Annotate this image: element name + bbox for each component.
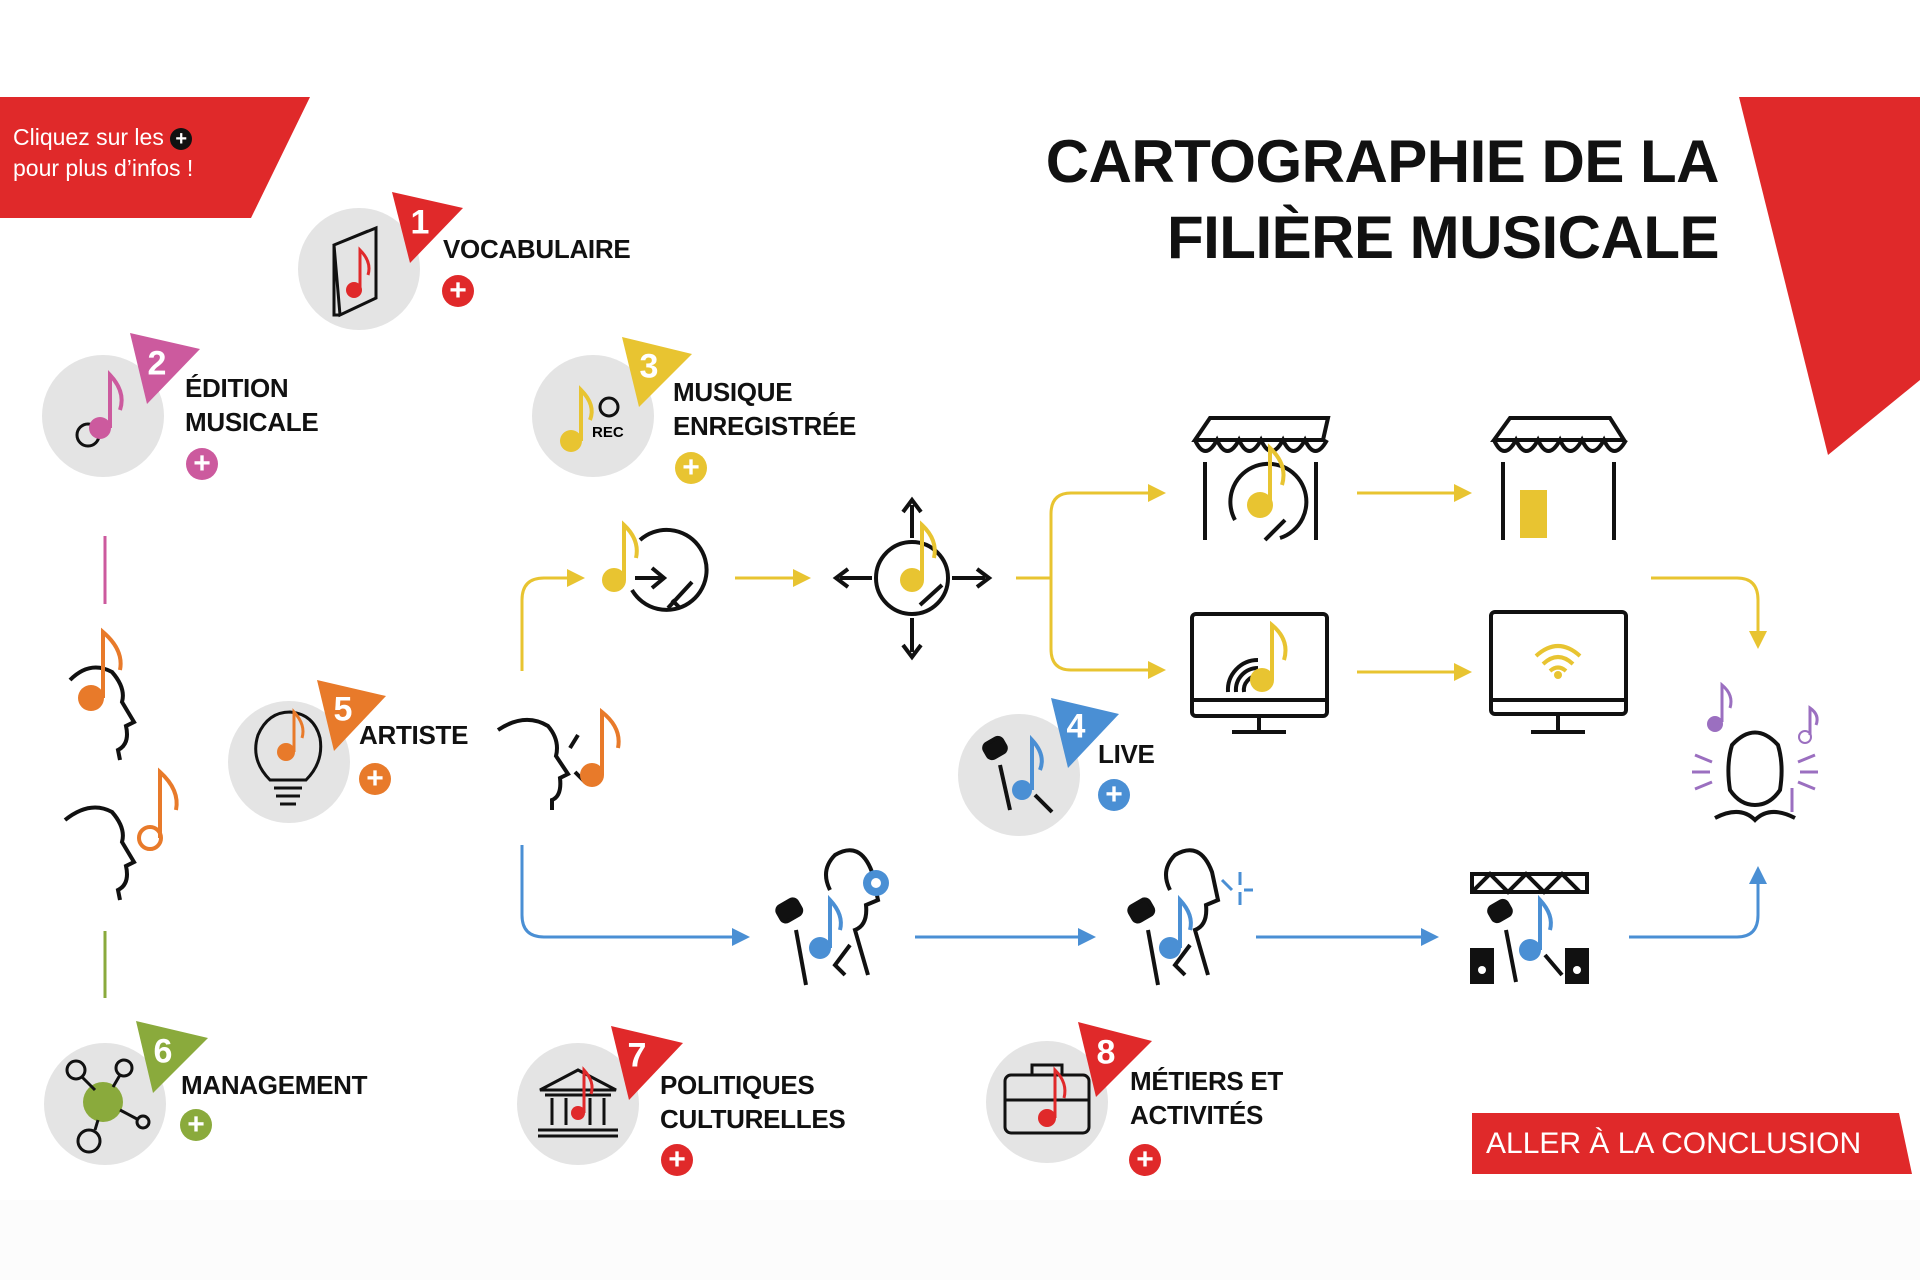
- section-label-musique-enregistree[interactable]: MUSIQUE ENREGISTRÉE: [673, 375, 856, 443]
- plus-icon: +: [170, 127, 193, 150]
- section-label-artiste[interactable]: ARTISTE: [359, 718, 468, 752]
- performer-settings-icon: [775, 848, 889, 986]
- title-line-1: CARTOGRAPHIE DE LA: [1045, 128, 1720, 195]
- badge-number-3: 3: [639, 347, 659, 386]
- hint-line-2: pour plus d’infos !: [13, 155, 194, 181]
- recording-disc-icon: [602, 520, 709, 612]
- label-line: ÉDITION: [185, 373, 289, 403]
- label-line: MUSICALE: [185, 407, 319, 437]
- label-line: MANAGEMENT: [181, 1070, 368, 1100]
- label-line: ACTIVITÉS: [1130, 1100, 1264, 1130]
- section-circles: [42, 208, 1108, 1165]
- badge-7: [611, 1026, 683, 1100]
- artist-singing-icon: [496, 707, 621, 810]
- badge-1: [392, 192, 463, 263]
- conclusion-button-label: ALLER À LA CONCLUSION: [1486, 1127, 1862, 1160]
- hint-banner-bg: [0, 97, 310, 218]
- more-info-button-8[interactable]: +: [1129, 1144, 1161, 1176]
- online-monitor-icon: [1489, 610, 1628, 734]
- music-note-icon: [75, 369, 124, 448]
- performer-development-icon: [1127, 848, 1253, 986]
- badge-6: [136, 1021, 208, 1093]
- title-line-2: FILIÈRE MUSICALE: [1166, 204, 1720, 271]
- badge-5: [317, 680, 386, 751]
- more-info-button-3[interactable]: +: [675, 452, 707, 484]
- label-line: POLITIQUES: [660, 1070, 815, 1100]
- section-label-live[interactable]: LIVE: [1098, 737, 1155, 771]
- stage-icon: [1470, 871, 1589, 984]
- conclusion-button-bg: [1472, 1113, 1912, 1174]
- rec-note-icon: REC: [560, 385, 624, 452]
- badge-4: [1051, 698, 1119, 768]
- label-line: MÉTIERS ET: [1130, 1066, 1284, 1096]
- network-icon: [65, 1058, 151, 1154]
- badge-2: [130, 333, 200, 404]
- lightbulb-note-icon: [254, 708, 323, 806]
- badge-number-1: 1: [410, 203, 430, 242]
- badge-3: [622, 337, 692, 407]
- distribution-icon: [832, 496, 993, 661]
- badge-8: [1078, 1022, 1152, 1097]
- more-info-button-4[interactable]: +: [1098, 779, 1130, 811]
- creator-head-icon: [68, 627, 137, 761]
- label-line: CULTURELLES: [660, 1104, 846, 1134]
- streaming-monitor-icon: [1190, 612, 1329, 734]
- section-label-management[interactable]: MANAGEMENT: [181, 1068, 368, 1102]
- label-line: ARTISTE: [359, 720, 469, 750]
- badge-number-6: 6: [153, 1032, 173, 1071]
- badge-number-4: 4: [1066, 707, 1086, 746]
- label-line: VOCABULAIRE: [443, 234, 631, 264]
- recorded-flow-arrows: [520, 493, 1767, 681]
- section-label-vocabulaire[interactable]: VOCABULAIRE: [443, 232, 631, 266]
- listener-icon: [1692, 681, 1819, 823]
- section-label-metiers-activites[interactable]: MÉTIERS ET ACTIVITÉS: [1130, 1064, 1283, 1132]
- label-line: ENREGISTRÉE: [673, 411, 857, 441]
- more-info-button-5[interactable]: +: [359, 763, 391, 795]
- live-flow-arrows: [520, 845, 1767, 946]
- more-info-button-6[interactable]: +: [180, 1109, 212, 1141]
- label-line: MUSIQUE: [673, 377, 793, 407]
- badge-number-8: 8: [1096, 1033, 1116, 1072]
- badge-number-2: 2: [147, 344, 167, 383]
- singer-mic-icon: [982, 734, 1054, 814]
- section-label-politiques-culturelles[interactable]: POLITIQUES CULTURELLES: [660, 1068, 846, 1136]
- section-label-edition-musicale[interactable]: ÉDITION MUSICALE: [185, 371, 319, 439]
- more-info-button-1[interactable]: +: [442, 275, 474, 307]
- institution-icon: [538, 1066, 618, 1138]
- record-shop-icon: [1191, 416, 1331, 542]
- briefcase-note-icon: [1003, 1063, 1091, 1135]
- hint-text: Cliquez sur les + pour plus d’infos !: [13, 122, 193, 184]
- page-title: CARTOGRAPHIE DE LA FILIÈRE MUSICALE: [1045, 124, 1720, 276]
- more-info-button-2[interactable]: +: [186, 448, 218, 480]
- badge-number-7: 7: [627, 1036, 647, 1075]
- badge-number-5: 5: [333, 690, 353, 729]
- book-music-icon: [332, 225, 378, 318]
- rec-label: REC: [592, 424, 624, 441]
- hint-line-1: Cliquez sur les: [13, 124, 164, 150]
- corner-decoration: [1739, 97, 1920, 455]
- more-info-button-7[interactable]: +: [661, 1144, 693, 1176]
- store-icon: [1490, 416, 1628, 540]
- go-to-conclusion-button[interactable]: ALLER À LA CONCLUSION: [1472, 1113, 1912, 1174]
- label-line: LIVE: [1098, 739, 1155, 769]
- author-head-icon: [63, 767, 179, 901]
